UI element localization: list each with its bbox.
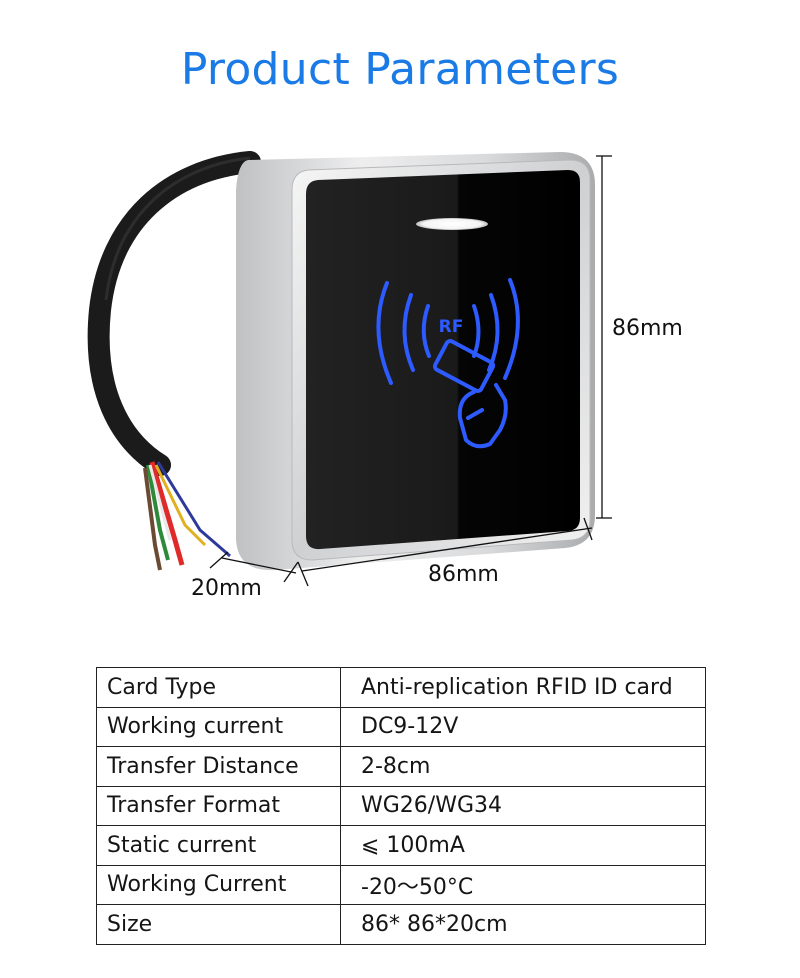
param-label: Working Current [96,864,341,905]
param-label: Transfer Format [96,785,341,826]
table-row: Working current DC9-12V [96,706,706,747]
param-value: 2-8cm [340,746,706,787]
table-row: Size 86* 86*20cm [96,904,706,945]
table-row: Card Type Anti-replication RFID ID card [96,667,706,708]
param-label: Working current [96,706,341,747]
param-label: Size [96,904,341,945]
depth-dimension-label: 20mm [191,576,262,601]
page-title: Product Parameters [180,44,620,95]
table-row: Transfer Format WG26/WG34 [96,785,706,826]
rf-waves-icon [376,278,520,385]
product-illustration: RF 86mm 86mm 20mm [0,140,800,610]
dimension-lines [209,155,612,587]
param-value: DC9-12V [340,706,706,747]
rfid-reader-image: RF [87,151,612,587]
param-label: Transfer Distance [96,746,341,787]
wire-green [146,464,170,561]
param-label: Card Type [96,667,341,708]
param-value: -20～50°C [340,864,706,905]
parameters-table: Card Type Anti-replication RFID ID card … [96,667,706,945]
wire-yellow [154,464,207,547]
wire-red [149,461,185,566]
width-dimension-label: 86mm [428,562,499,587]
glass-panel [306,170,580,550]
table-row: Working Current -20～50°C [96,864,706,905]
cable [87,151,261,476]
rf-logo-text: RF [439,317,464,337]
led-indicator [416,218,488,230]
wire-blue [156,461,231,558]
height-dimension-label: 86mm [612,316,683,341]
wire-white [148,464,172,541]
wire-brown [143,467,162,571]
param-value: WG26/WG34 [340,785,706,826]
card-hand-icon [432,339,508,449]
param-value: Anti-replication RFID ID card [340,667,706,708]
table-row: Static current ⩽ 100mA [96,825,706,866]
param-value: 86* 86*20cm [340,904,706,945]
param-label: Static current [96,825,341,866]
table-row: Transfer Distance 2-8cm [96,746,706,787]
param-value: ⩽ 100mA [340,825,706,866]
